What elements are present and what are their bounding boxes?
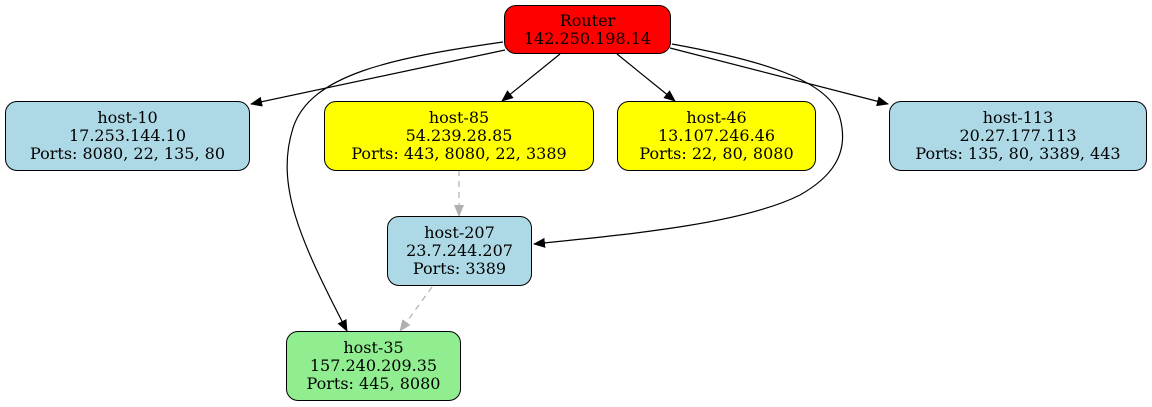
edge-router-host-85 bbox=[501, 53, 561, 102]
router-node[interactable]: Router 142.250.198.14 bbox=[504, 5, 671, 54]
host-name: host-10 bbox=[97, 108, 158, 127]
edge-router-host-35 bbox=[286, 41, 504, 332]
host-ip: 157.240.209.35 bbox=[309, 356, 438, 375]
host-node-host-10[interactable]: host-10 17.253.144.10 Ports: 8080, 22, 1… bbox=[5, 101, 250, 171]
host-ports: Ports: 443, 8080, 22, 3389 bbox=[351, 144, 567, 163]
host-name: host-85 bbox=[428, 108, 490, 127]
host-ip: 13.107.246.46 bbox=[657, 126, 776, 145]
host-node-host-85[interactable]: host-85 54.239.28.85 Ports: 443, 8080, 2… bbox=[324, 101, 594, 171]
host-ip: 20.27.177.113 bbox=[959, 126, 1077, 145]
host-ports: Ports: 22, 80, 8080 bbox=[639, 144, 794, 163]
edge-host-207-host-35 bbox=[399, 286, 433, 332]
host-ip: 54.239.28.85 bbox=[405, 126, 513, 145]
host-name: host-207 bbox=[424, 223, 495, 242]
edge-router-host-10 bbox=[250, 49, 506, 107]
edge-router-host-46 bbox=[616, 53, 676, 102]
host-name: host-46 bbox=[686, 108, 747, 127]
edge-router-host-113 bbox=[669, 47, 889, 107]
host-ip: 23.7.244.207 bbox=[406, 241, 513, 260]
edge-router-host-207 bbox=[533, 43, 844, 248]
host-ports: Ports: 3389 bbox=[412, 259, 507, 278]
host-ports: Ports: 445, 8080 bbox=[306, 374, 441, 393]
host-ip: 17.253.144.10 bbox=[68, 126, 187, 145]
host-ports: Ports: 135, 80, 3389, 443 bbox=[915, 144, 1121, 163]
host-name: host-113 bbox=[982, 108, 1054, 127]
router-label: Router bbox=[559, 10, 616, 30]
host-node-host-207[interactable]: host-207 23.7.244.207 Ports: 3389 bbox=[387, 216, 532, 286]
host-node-host-113[interactable]: host-113 20.27.177.113 Ports: 135, 80, 3… bbox=[889, 101, 1147, 171]
host-name: host-35 bbox=[343, 338, 404, 357]
host-node-host-46[interactable]: host-46 13.107.246.46 Ports: 22, 80, 808… bbox=[617, 101, 816, 171]
router-ip: 142.250.198.14 bbox=[523, 28, 652, 48]
host-node-host-35[interactable]: host-35 157.240.209.35 Ports: 445, 8080 bbox=[286, 331, 461, 401]
host-ports: Ports: 8080, 22, 135, 80 bbox=[29, 144, 225, 163]
